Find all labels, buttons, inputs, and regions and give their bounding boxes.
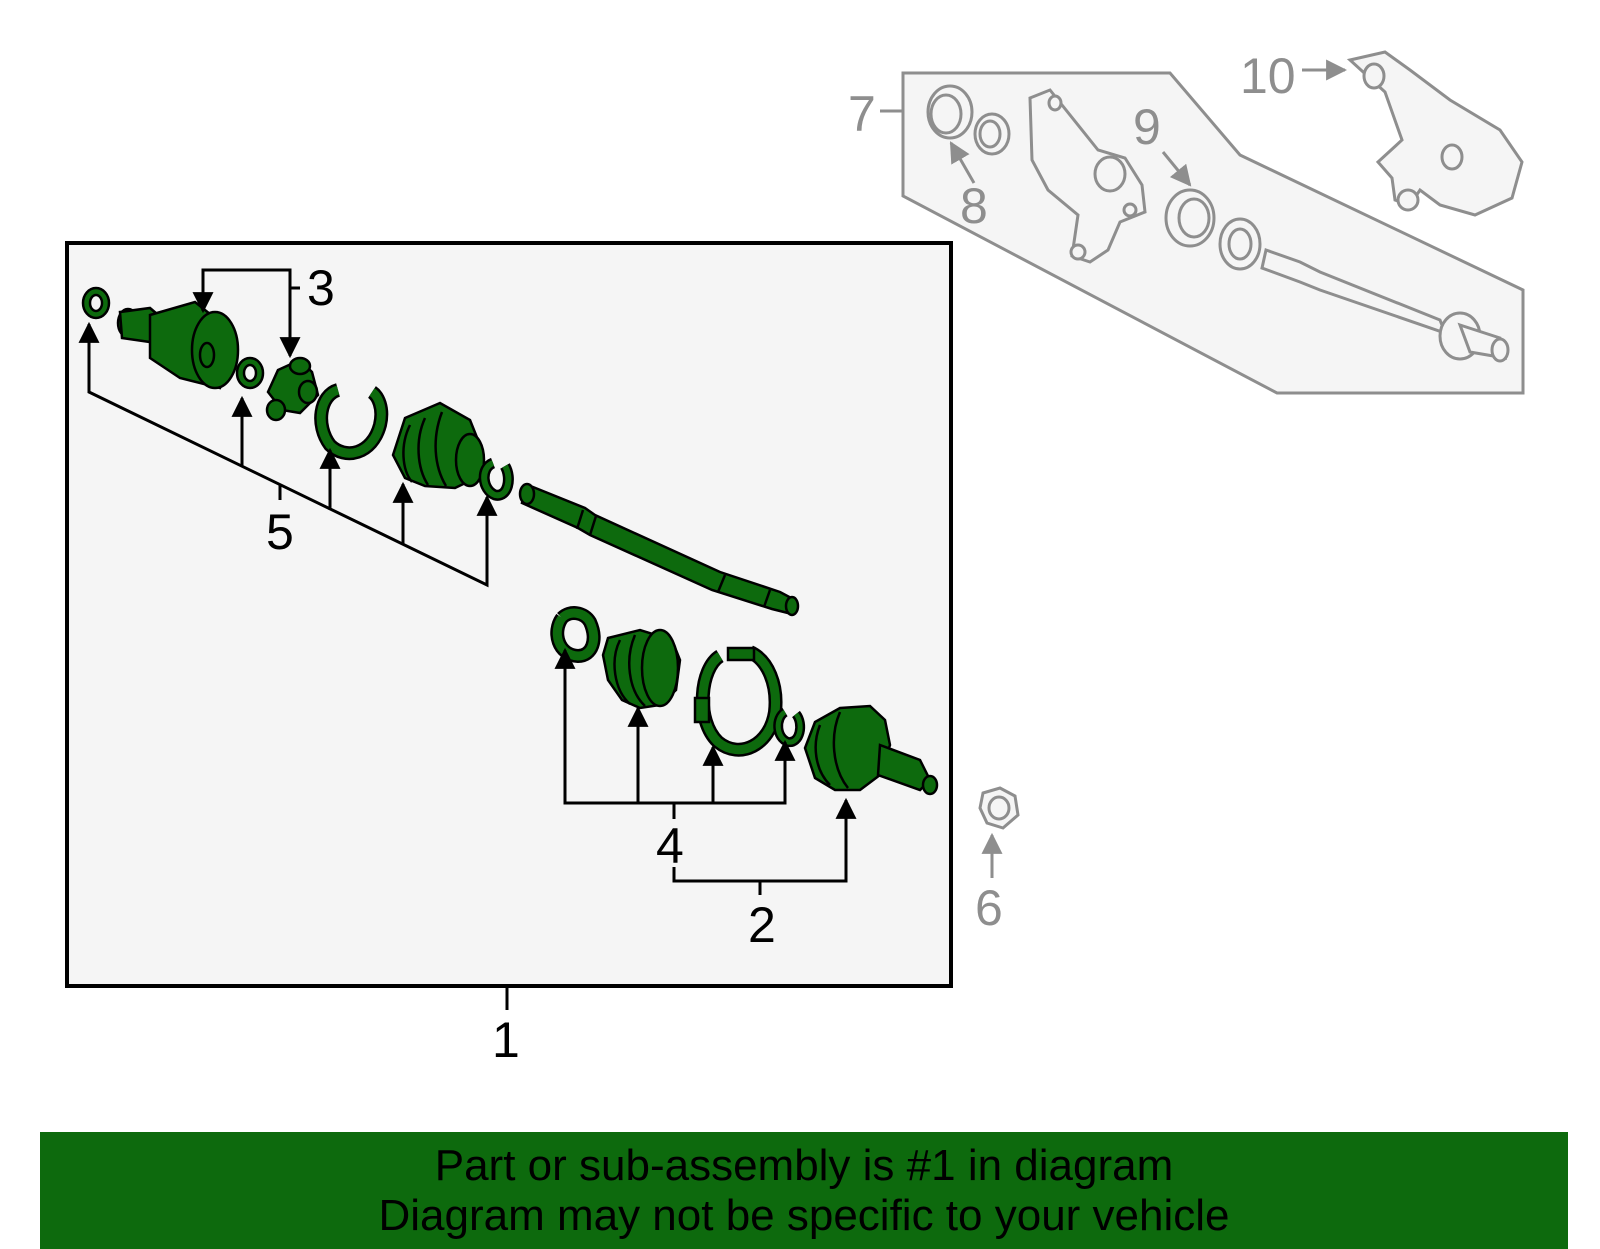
- lock-nut-part: [978, 786, 1020, 830]
- callout-4: 4: [656, 818, 684, 874]
- outer-boot-band-small-part: [550, 606, 601, 664]
- half-shaft-part: [518, 482, 800, 617]
- context-callout-leaders: [880, 59, 1348, 878]
- banner-line-1: Part or sub-assembly is #1 in diagram: [434, 1140, 1174, 1190]
- info-banner: Part or sub-assembly is #1 in diagram Di…: [40, 1132, 1568, 1249]
- banner-line-2: Diagram may not be specific to your vehi…: [378, 1190, 1230, 1240]
- spacer-ring-part: [235, 356, 265, 390]
- inner-circlip-part: [81, 286, 111, 320]
- heat-shield-part: [1346, 50, 1524, 217]
- callout-5: 5: [266, 504, 294, 560]
- callout-3: 3: [307, 260, 335, 316]
- callout-6: 6: [975, 880, 1003, 936]
- bearing-part: [1164, 188, 1262, 271]
- kit-callout-leaders: [78, 268, 857, 1010]
- callout-9: 9: [1133, 99, 1161, 155]
- intermediate-shaft-part: [1260, 248, 1510, 363]
- callout-1: 1: [492, 1012, 520, 1068]
- callout-10: 10: [1240, 48, 1296, 104]
- oil-seal-part: [926, 84, 1011, 156]
- bearing-support-bracket: [1028, 88, 1147, 264]
- callout-2: 2: [748, 897, 776, 953]
- callout-numbers: 1 2 3 4 5 6 7 8 9 10: [266, 48, 1296, 1068]
- callout-8: 8: [960, 178, 988, 234]
- callout-7: 7: [848, 86, 876, 142]
- outer-cv-joint-part: [803, 704, 939, 796]
